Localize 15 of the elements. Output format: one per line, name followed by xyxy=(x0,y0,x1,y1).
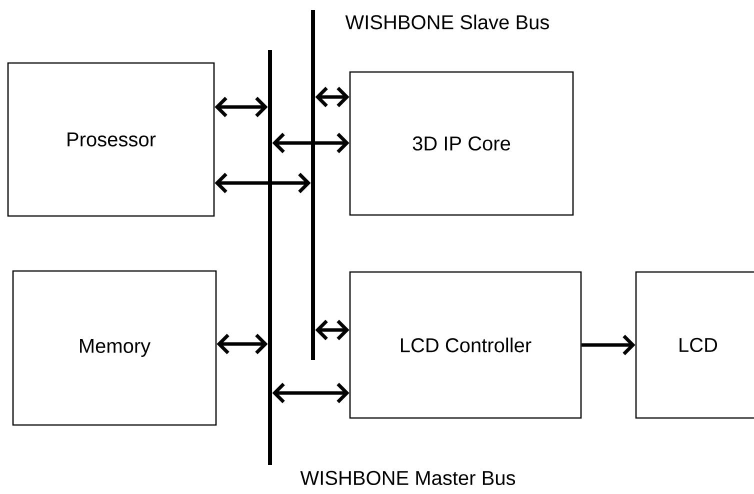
block-box: LCD xyxy=(635,271,754,419)
arrow xyxy=(582,334,636,356)
arrow xyxy=(214,96,268,118)
arrow xyxy=(214,172,311,194)
block-box: LCD Controller xyxy=(349,271,582,419)
arrow xyxy=(315,86,350,108)
arrow xyxy=(272,132,350,154)
arrow xyxy=(216,334,268,354)
block-box: Prosessor xyxy=(7,62,215,217)
block-box: 3D IP Core xyxy=(349,71,574,216)
arrow xyxy=(272,382,350,404)
block-box: Memory xyxy=(12,270,217,426)
bus-label: WISHBONE Master Bus xyxy=(300,470,516,486)
bus-label: WISHBONE Slave Bus xyxy=(345,14,549,30)
arrow xyxy=(315,320,350,340)
